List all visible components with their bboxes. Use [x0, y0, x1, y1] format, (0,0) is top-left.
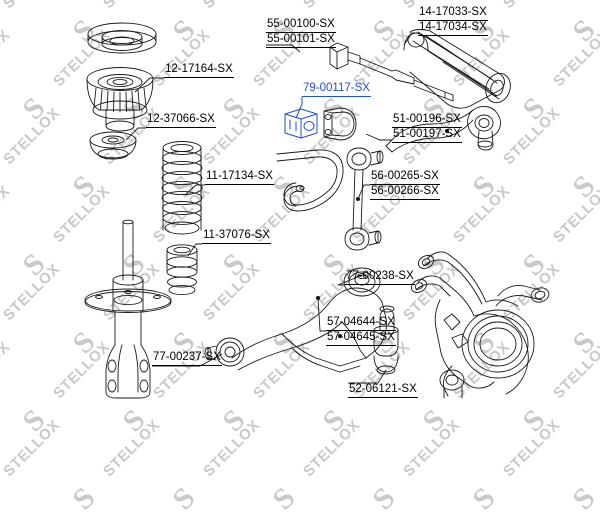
part-lower-control-arm: [204, 267, 399, 375]
watermark-logo-icon: S: [566, 481, 600, 517]
part-number-text: 56-00265-SX: [370, 170, 440, 185]
part-stabilizer-bar-bracket: [323, 107, 357, 141]
part-number-text: 57-04645-SX: [326, 331, 396, 346]
part-number-text: 14-17033-SX: [418, 6, 488, 21]
watermark-logo-icon: S: [116, 403, 152, 439]
leader-52-06121: [348, 369, 387, 384]
part-stabilizer-bar-bushing: [284, 108, 318, 139]
part-number-text: 51-00197-SX: [392, 128, 462, 143]
leader-12-17164: [134, 77, 164, 93]
leader-77-00238: [337, 275, 361, 286]
watermark-logo-icon: S: [16, 403, 52, 439]
part-number-label: 77-00238-SX: [345, 270, 415, 285]
watermark-logo-icon: S: [316, 403, 352, 439]
watermark-logo-icon: S: [216, 403, 252, 439]
part-number-label: 12-37066-SX: [146, 113, 216, 128]
leader-51-00196: [365, 133, 392, 141]
part-number-text: 55-00101-SX: [266, 33, 336, 48]
watermark-text: STELLOX: [100, 416, 164, 481]
part-number-label: 11-37076-SX: [202, 229, 271, 244]
watermark-logo-icon: S: [466, 481, 502, 517]
part-number-text: 12-37066-SX: [146, 113, 216, 128]
part-number-text: 56-00266-SX: [370, 185, 440, 200]
part-stabilizer-anti-roll-bar: [276, 149, 344, 212]
part-number-text: 12-17164-SX: [164, 63, 234, 78]
part-number-text: 51-00196-SX: [392, 113, 462, 128]
watermark-logo-icon: S: [366, 481, 402, 517]
leader-55-00100: [266, 44, 301, 53]
leader-14-17033: [403, 32, 418, 46]
watermark-logo-icon: S: [166, 481, 202, 517]
parts-illustration: [84, 22, 550, 399]
watermark-logo-icon: S: [416, 403, 452, 439]
part-number-text: 77-00238-SX: [345, 270, 415, 285]
part-steering-knuckle-hub-assembly: [411, 251, 550, 399]
part-number-text: 79-00117-SX: [302, 82, 371, 97]
part-number-text: 11-17134-SX: [205, 170, 274, 185]
watermark-text: STELLOX: [300, 416, 364, 481]
leader-77-00237: [152, 353, 223, 367]
leader-79-00117: [295, 97, 303, 119]
watermark-logo-icon: S: [266, 481, 302, 517]
part-inner-tie-rod-axial-joint: [329, 42, 454, 102]
part-steering-rack-boot: [403, 29, 511, 109]
part-strut-upper-mount-bearing: [86, 67, 154, 132]
leader-11-17134: [185, 184, 205, 195]
leader-56-00265: [357, 184, 370, 200]
part-number-text: 57-04644-SX: [326, 316, 396, 331]
watermark-logo-icon: S: [516, 403, 552, 439]
part-outer-tie-rod-end: [385, 106, 501, 153]
part-strut-bump-stop: [166, 244, 198, 296]
part-number-text: 52-06121-SX: [348, 383, 418, 398]
leader-12-37066: [125, 127, 146, 141]
part-number-label: 52-06121-SX: [348, 383, 418, 398]
part-number-text: 77-00237-SX: [152, 351, 222, 366]
part-number-label: 79-00117-SX: [302, 82, 371, 97]
watermark-logo-icon: S: [66, 481, 102, 517]
watermark-text: STELLOX: [0, 416, 64, 481]
part-strut-dust-boot: [161, 141, 203, 235]
leader-11-37076: [187, 243, 202, 257]
leader-57-04644: [317, 297, 326, 332]
part-number-label: 11-17134-SX: [205, 170, 274, 185]
watermark-text: STELLOX: [500, 416, 564, 481]
part-front-shock-absorber-strut: [84, 219, 172, 399]
watermark-text: STELLOX: [400, 416, 464, 481]
part-number-text: 55-00100-SX: [266, 18, 336, 33]
part-strut-mount-bushing: [89, 131, 137, 160]
part-number-label: 12-17164-SX: [164, 63, 234, 78]
part-number-text: 11-37076-SX: [202, 229, 271, 244]
part-number-text: 14-17034-SX: [418, 21, 488, 36]
part-number-label: 77-00237-SX: [152, 351, 222, 366]
watermark-text: STELLOX: [200, 416, 264, 481]
watermark-logo-icon: S: [0, 481, 2, 517]
part-stabilizer-link: [344, 147, 384, 251]
part-strut-mount-cap: [87, 22, 157, 54]
